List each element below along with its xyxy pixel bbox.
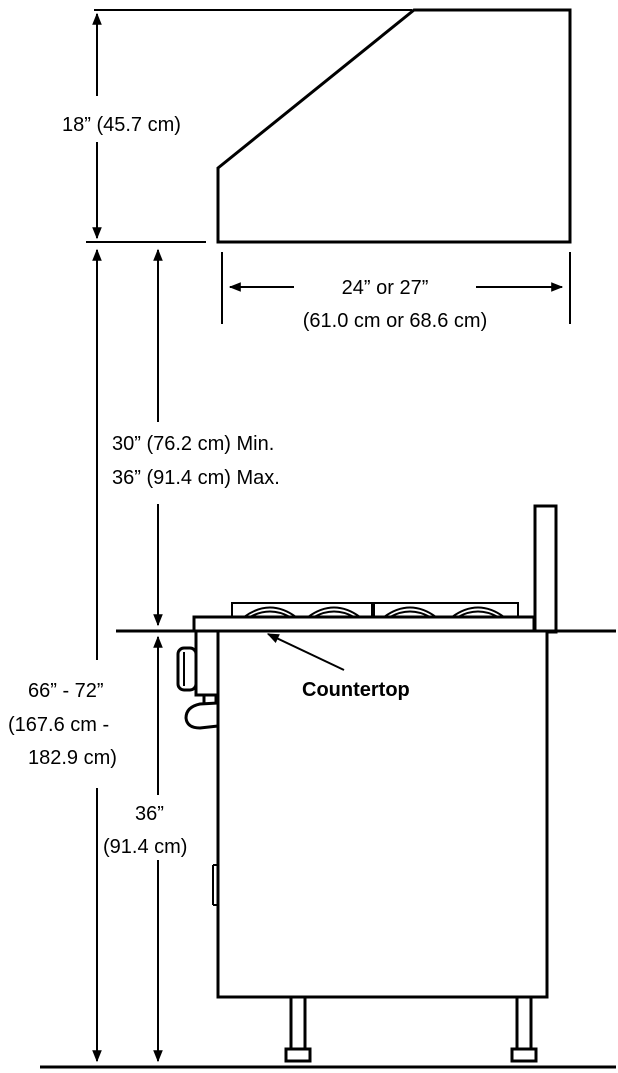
overall-metric-label-1: (167.6 cm - [8,714,109,736]
clearance-max-label: 36” (91.4 cm) Max. [112,467,280,489]
countertop-label: Countertop [302,679,410,701]
hood-outline [94,8,572,244]
hood-depth-label: 24” or 27” [342,277,429,299]
burner-grates [231,602,519,618]
counter-height-dimension: 36” (91.4 cm) [103,635,187,1063]
counter-height-label: 36” [135,803,164,825]
overall-label: 66” - 72” [28,680,104,702]
overall-metric-label-2: 182.9 cm) [28,747,117,769]
range-unit [176,504,558,1063]
range-legs [284,995,538,1063]
hood-depth-dimension: 24” or 27” (61.0 cm or 68.6 cm) [221,252,571,332]
countertop-callout: Countertop [266,633,410,701]
clearance-min-label: 30” (76.2 cm) Min. [112,433,274,455]
clearance-dimension: 30” (76.2 cm) Min. 36” (91.4 cm) Max. [112,248,280,627]
hood-depth-metric-label: (61.0 cm or 68.6 cm) [303,310,488,332]
oven-handle [184,701,219,730]
hood-height-label: 18” (45.7 cm) [62,114,181,136]
range-body [216,629,549,999]
counter-height-metric-label: (91.4 cm) [103,836,187,858]
overall-dimension: 66” - 72” (167.6 cm - 182.9 cm) [8,248,117,1063]
hood-height-dimension: 18” (45.7 cm) [62,12,206,243]
control-knob [176,646,198,692]
